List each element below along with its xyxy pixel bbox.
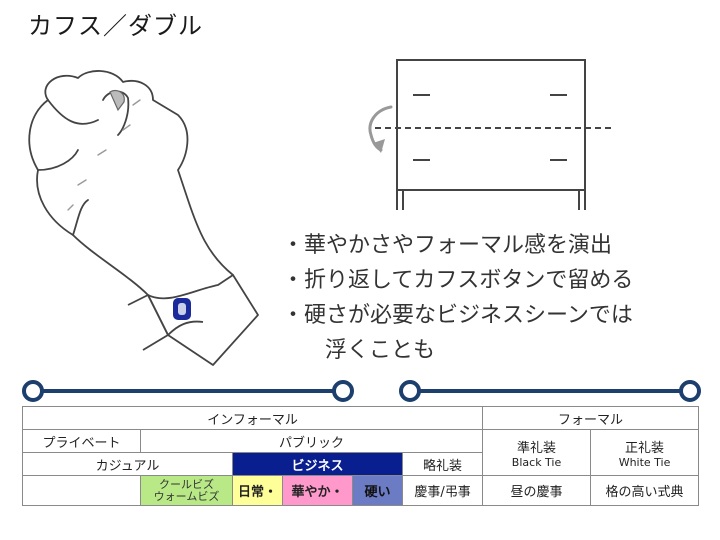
bullet-3-continued: 浮くことも bbox=[325, 338, 436, 363]
bullet-1: ・華やかさやフォーマル感を演出 bbox=[282, 233, 613, 258]
page-title: カフス／ダブル bbox=[28, 12, 203, 40]
header-informal: インフォーマル bbox=[21, 406, 484, 430]
formality-timeline bbox=[22, 380, 701, 402]
full-formal-label: 正礼装 bbox=[625, 440, 665, 456]
warm-biz-label: ウォームビズ bbox=[153, 489, 220, 503]
cell-full-formal: 正礼装 White Tie bbox=[590, 429, 700, 476]
bullet-3: ・硬さが必要なビジネスシーンでは bbox=[282, 303, 633, 328]
cell-private: プライベート bbox=[22, 429, 141, 453]
cell-public: パブリック bbox=[139, 429, 484, 453]
daily-label: 日常 bbox=[237, 485, 264, 500]
semi-formal-sub: Black Tie bbox=[511, 455, 562, 469]
cell-daytime: 昼の慶事 bbox=[482, 475, 592, 506]
hanayaka-label: 華やか bbox=[291, 485, 331, 500]
cuff-fold-diagram bbox=[368, 59, 615, 210]
separator-dot: ・ bbox=[330, 485, 344, 500]
cell-informal-wear: 略礼装 bbox=[401, 452, 484, 476]
separator-dot: ・ bbox=[264, 485, 278, 500]
cell-cool-biz: クールビズ ウォームビズ bbox=[140, 475, 233, 506]
cell-ceremony: 慶事/弔事 bbox=[401, 475, 484, 506]
formality-scale-table: インフォーマル フォーマル プライベート パブリック 準礼装 Black Tie… bbox=[21, 406, 700, 506]
cell-katai: 硬い bbox=[352, 475, 403, 506]
cell-business: ビジネス bbox=[232, 452, 403, 476]
cool-biz-label: クールビズ bbox=[159, 477, 214, 491]
cell-empty bbox=[22, 475, 141, 506]
bullet-2: ・折り返してカフスボタンで留める bbox=[282, 268, 634, 293]
semi-formal-label: 準礼装 bbox=[517, 440, 557, 456]
cell-semi-formal: 準礼装 Black Tie bbox=[482, 429, 592, 476]
feature-list: ・華やかさやフォーマル感を演出 ・折り返してカフスボタンで留める ・硬さが必要な… bbox=[282, 228, 633, 368]
cell-high-ceremony: 格の高い式典 bbox=[590, 475, 700, 506]
cell-casual: カジュアル bbox=[22, 452, 233, 476]
cell-hanayaka: 華やか・ bbox=[282, 475, 353, 506]
header-formal: フォーマル bbox=[482, 406, 700, 430]
full-formal-sub: White Tie bbox=[618, 455, 671, 469]
cell-daily: 日常・ bbox=[232, 475, 283, 506]
thumbnail-shape bbox=[109, 89, 125, 112]
hand-cuff-illustration bbox=[28, 70, 259, 366]
